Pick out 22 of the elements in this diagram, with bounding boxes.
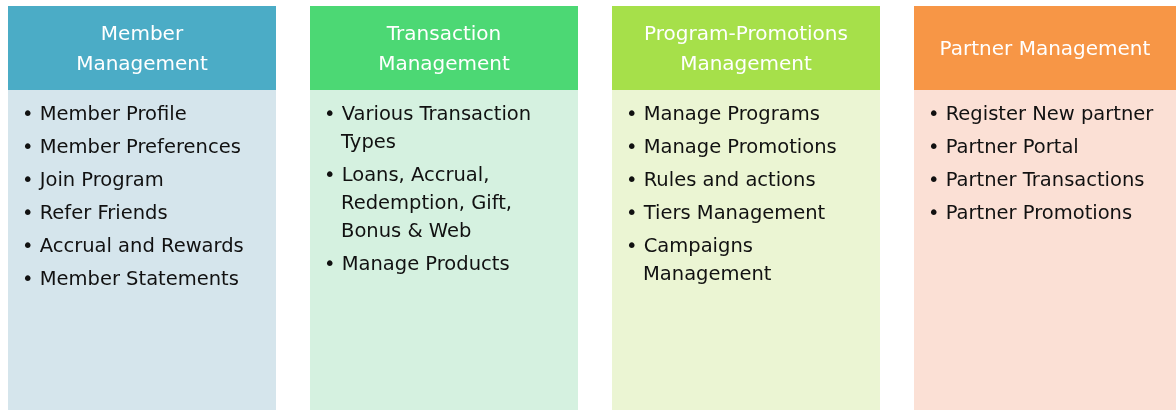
bullet-item: • Member Profile [22,101,188,127]
bullet-item: • Manage Programs [626,101,821,127]
bullet-item: • Tiers Management [626,200,827,226]
bullet-item: • Partner Portal [928,134,1080,160]
bullet-item: • Rules and actions [626,167,817,193]
bullet-item: • Manage Promotions [626,134,838,160]
bullet-item: • Campaigns Management [626,233,773,287]
bullet-item: • Refer Friends [22,200,169,226]
bullet-item: • Member Statements [22,266,240,292]
bullet-item: • Various Transaction Types [324,101,533,155]
bullet-item: • Loans, Accrual, Redemption, Gift, Bonus & Web [324,162,514,244]
column-header: Transaction Management [310,6,578,90]
column-header: Partner Management [914,6,1176,90]
bullet-item: • Partner Promotions [928,200,1134,226]
bullet-item: • Accrual and Rewards [22,233,245,259]
bullet-item: • Partner Transactions [928,167,1146,193]
column-header: Program-Promotions Management [612,6,880,90]
bullet-item: • Member Preferences [22,134,242,160]
bullet-item: • Join Program [22,167,165,193]
bullet-item: • Manage Products [324,251,511,277]
column-header: Member Management [8,6,276,90]
bullet-item: • Register New partner [928,101,1155,127]
